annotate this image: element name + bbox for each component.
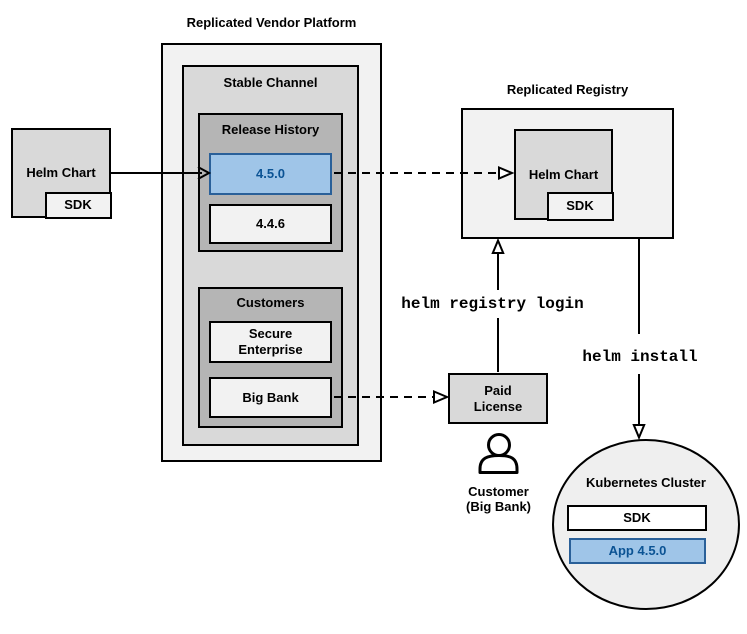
cluster-sdk-label: SDK — [623, 510, 651, 525]
vendor-sdk-label: SDK — [64, 197, 92, 212]
registry-sdk-box: SDK — [546, 191, 614, 221]
helm-registry-login-command: helm registry login — [401, 295, 584, 313]
registry-helm-chart-label: Helm Chart — [528, 166, 599, 182]
vendor-sdk-box: SDK — [44, 191, 112, 219]
customer-big-bank-label: Big Bank — [242, 389, 299, 405]
customers-title: Customers — [236, 295, 305, 310]
cluster-app-box: App 4.5.0 — [569, 538, 706, 564]
cluster-sdk-box: SDK — [567, 505, 707, 531]
registry-helm-chart-box: Helm Chart SDK — [514, 129, 614, 221]
kubernetes-cluster-title: Kubernetes Cluster — [586, 475, 706, 490]
release-446-box: 4.4.6 — [209, 204, 332, 244]
platform-title: Replicated Vendor Platform — [186, 15, 357, 30]
customer-secure-enterprise-label: Secure Enterprise — [238, 326, 303, 357]
cluster-app-label: App 4.5.0 — [608, 543, 667, 558]
arrow-registry-to-cluster — [632, 239, 646, 441]
customer-big-bank-box: Big Bank — [209, 377, 332, 418]
vendor-helm-chart-label: Helm Chart — [26, 165, 96, 180]
release-446-label: 4.4.6 — [256, 216, 285, 231]
stable-channel-title: Stable Channel — [223, 75, 318, 90]
release-450-label: 4.5.0 — [256, 166, 285, 181]
paid-license-box: Paid License — [448, 373, 548, 424]
release-history-title: Release History — [221, 122, 320, 137]
vendor-helm-chart-box: Helm Chart SDK — [11, 128, 112, 219]
paid-license-label: Paid License — [473, 382, 523, 414]
release-450-box: 4.5.0 — [209, 153, 332, 195]
person-icon — [478, 433, 519, 474]
registry-title: Replicated Registry — [506, 82, 629, 97]
customer-secure-enterprise-box: Secure Enterprise — [209, 321, 332, 363]
customer-caption: Customer (Big Bank) — [466, 484, 531, 514]
registry-sdk-label: SDK — [566, 198, 594, 213]
helm-install-command: helm install — [582, 348, 698, 366]
